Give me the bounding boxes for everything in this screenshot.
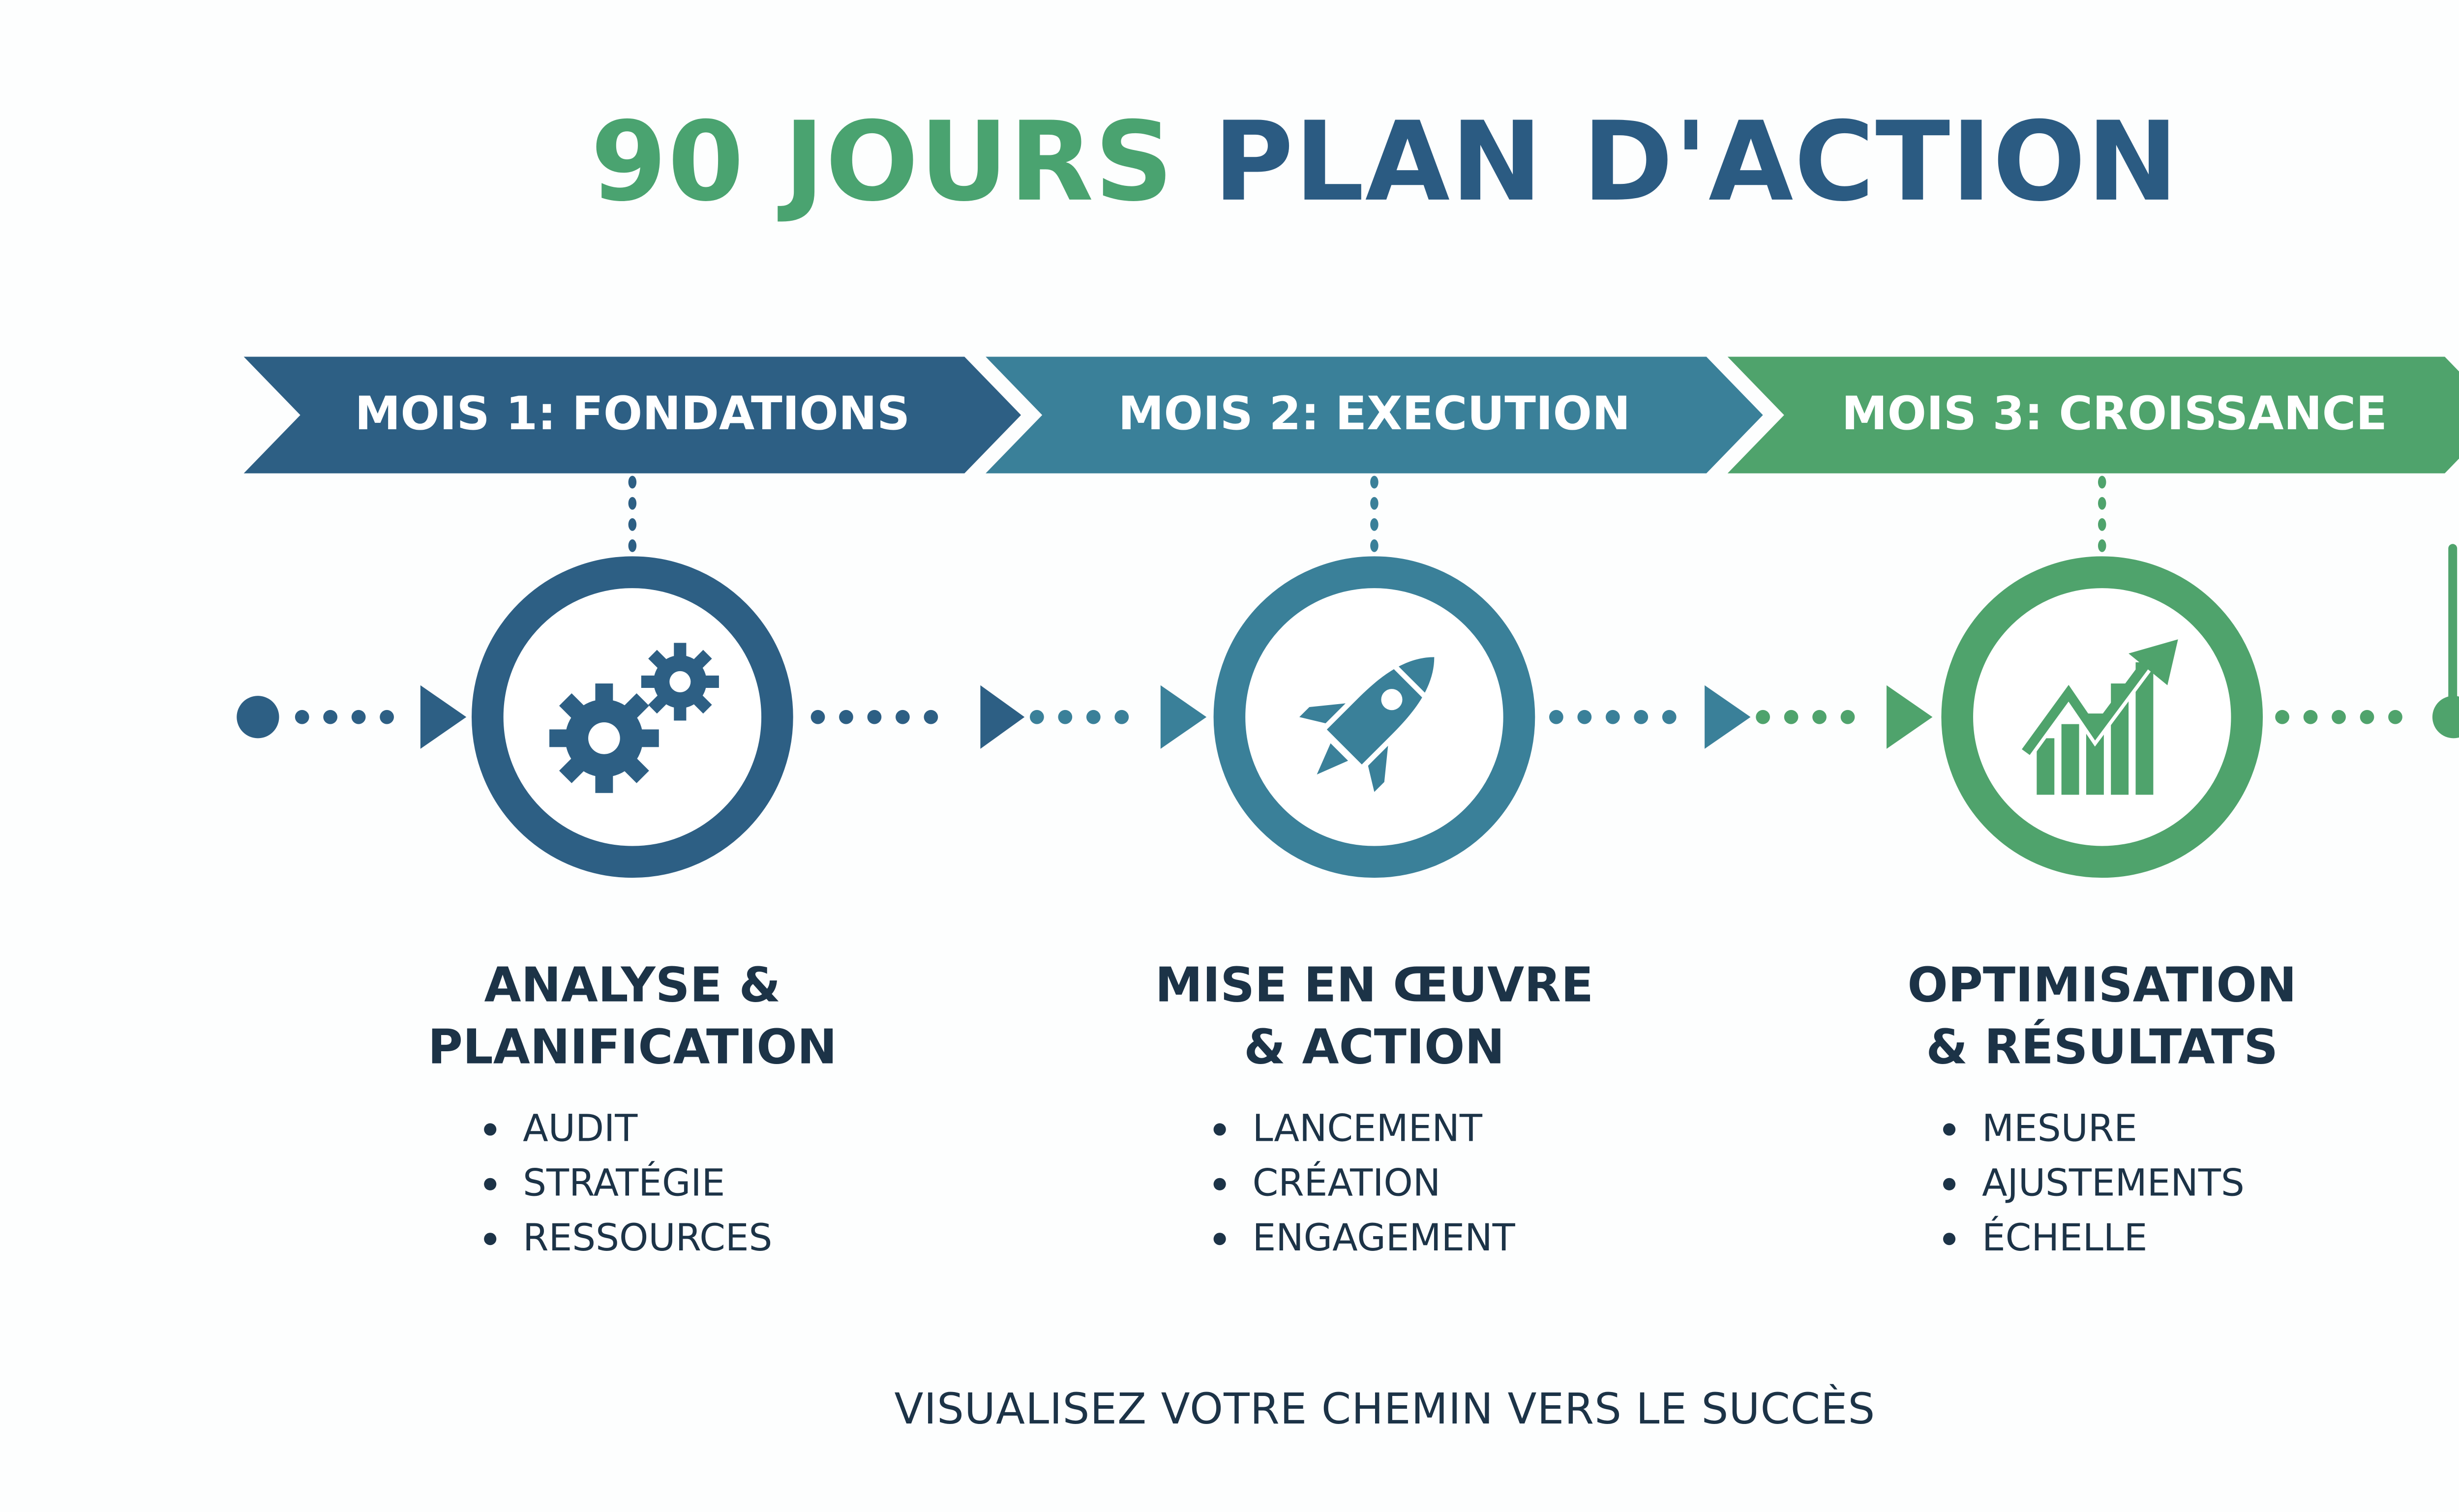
banner-month-2 [986, 356, 1763, 474]
list-item: AJUSTEMENTS [1943, 1157, 2245, 1212]
title-main: PLAN D'ACTION [1213, 97, 2179, 226]
list-item: STRATÉGIE [484, 1157, 772, 1212]
phase-banners [243, 356, 2459, 474]
banner-month-3 [1727, 356, 2459, 474]
bullet-icon [1943, 1178, 1956, 1190]
bullet-icon [484, 1178, 497, 1190]
phase-3-heading-line-2: & RÉSULTATS [1926, 1021, 2279, 1076]
page-title: 90 JOURS PLAN D'ACTION [0, 92, 2459, 233]
bullet-icon [1943, 1123, 1956, 1136]
timeline-path [237, 685, 2459, 749]
flag-icon [2448, 544, 2458, 717]
list-item: MESURE [1943, 1102, 2245, 1156]
phase-3-heading-line-1: OPTIMISATION [1907, 959, 2297, 1014]
bullet-icon [484, 1233, 497, 1245]
phase-1-heading-line-2: PLANIFICATION [427, 1021, 837, 1076]
banner-month-1 [243, 356, 1021, 474]
list-item: ENGAGEMENT [1213, 1212, 1515, 1266]
list-item: CRÉATION [1213, 1157, 1515, 1212]
timeline-start-dot [237, 696, 279, 739]
arrow-right-icon [980, 685, 1025, 749]
arrow-right-icon [1160, 685, 1207, 749]
bullet-icon [1213, 1123, 1226, 1136]
bullet-icon [484, 1123, 497, 1136]
arrow-right-icon [420, 685, 467, 749]
list-item: RESSOURCES [484, 1212, 772, 1266]
phase-2-heading-line-2: & ACTION [1244, 1021, 1505, 1076]
list-item: AUDIT [484, 1102, 772, 1156]
bullet-icon [1213, 1233, 1226, 1245]
arrow-right-icon [1705, 685, 1751, 749]
gears-icon [549, 643, 719, 793]
phase-2-circle [1213, 556, 1535, 878]
phase-1-circle [472, 556, 793, 878]
title-highlight: 90 JOURS [590, 97, 1174, 226]
phase-1-heading-line-1: ANALYSE & [484, 959, 781, 1014]
phase-3-circle [1941, 556, 2263, 878]
phase-1-list: AUDIT STRATÉGIE RESSOURCES [484, 1102, 772, 1266]
list-item: ÉCHELLE [1943, 1212, 2245, 1266]
footer-tagline: VISUALISEZ VOTRE CHEMIN VERS LE SUCCÈS [894, 1384, 1876, 1434]
bullet-icon [1213, 1178, 1226, 1190]
arrow-right-icon [1887, 685, 1933, 749]
phase-3-list: MESURE AJUSTEMENTS ÉCHELLE [1943, 1102, 2245, 1266]
phase-3-heading: OPTIMISATION & RÉSULTATS [1837, 955, 2367, 1079]
list-item: LANCEMENT [1213, 1102, 1515, 1156]
banner-label-month-2: MOIS 2: EXECUTION [1118, 388, 1631, 442]
rocket-icon [1299, 657, 1435, 792]
phase-1-heading: ANALYSE & PLANIFICATION [367, 955, 898, 1079]
vertical-connectors [628, 475, 2106, 552]
growth-chart-icon [2022, 639, 2178, 795]
phase-2-heading: MISE EN ŒUVRE & ACTION [1092, 955, 1657, 1079]
phase-2-list: LANCEMENT CRÉATION ENGAGEMENT [1213, 1102, 1515, 1266]
banner-label-month-1: MOIS 1: FONDATIONS [355, 388, 910, 442]
bullet-icon [1943, 1233, 1956, 1245]
banner-label-month-3: MOIS 3: CROISSANCE [1841, 388, 2388, 442]
phase-2-heading-line-1: MISE EN ŒUVRE [1155, 959, 1594, 1014]
